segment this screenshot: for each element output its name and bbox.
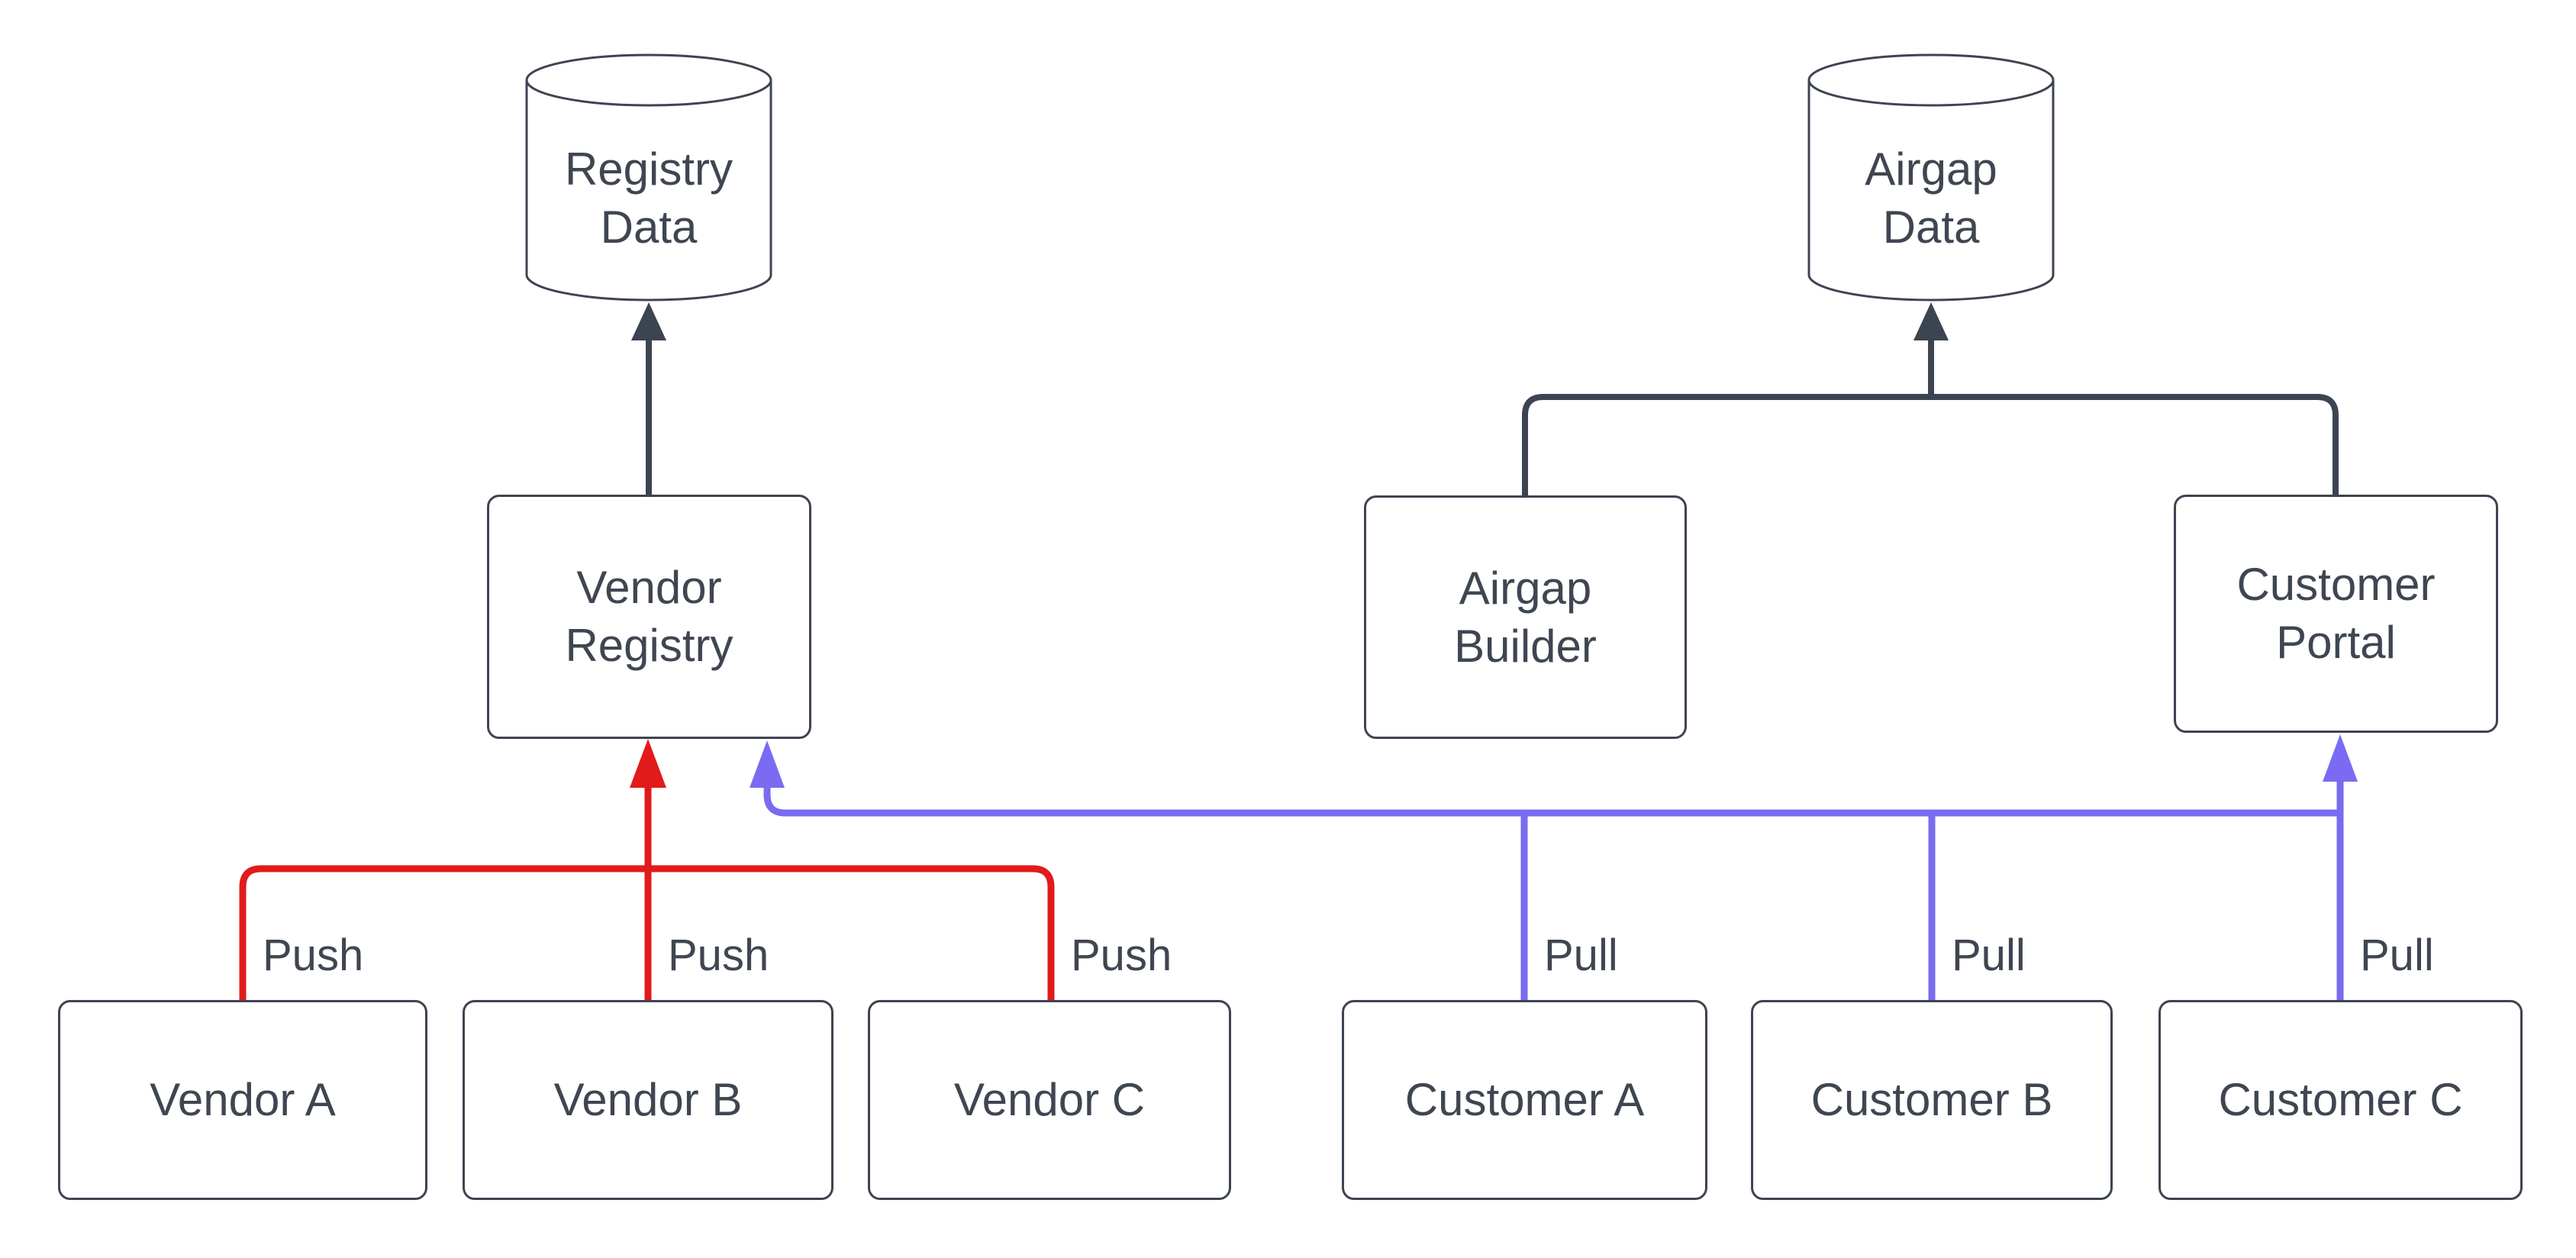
edge-label-push-vendor-b: Push bbox=[668, 931, 769, 980]
vendor-b-label: Vendor B bbox=[553, 1074, 743, 1125]
customer-portal-line2: Portal bbox=[2276, 617, 2396, 668]
arrowhead-pull-vendor-registry bbox=[750, 740, 785, 788]
node-vendor-b: Vendor B bbox=[463, 1000, 833, 1200]
registry-data-line2: Data bbox=[600, 202, 698, 253]
node-label-airgap-data: Airgap Data bbox=[1778, 140, 2084, 256]
edge-airgap-builder-customer-portal-bus bbox=[1522, 394, 2339, 498]
node-customer-b: Customer B bbox=[1751, 1000, 2113, 1200]
airgap-builder-line1: Airgap bbox=[1459, 562, 1592, 614]
edge-label-push-vendor-a: Push bbox=[263, 931, 364, 980]
arrowhead-pull-customer-portal bbox=[2323, 734, 2358, 782]
customer-a-label: Customer A bbox=[1404, 1074, 1645, 1125]
arrowhead-airgap-data bbox=[1913, 302, 1949, 340]
vendor-registry-line1: Vendor bbox=[576, 562, 722, 613]
node-label-registry-data: Registry Data bbox=[496, 140, 801, 256]
arrowhead-push-vendor-registry bbox=[630, 739, 666, 788]
airgap-builder-line2: Builder bbox=[1454, 620, 1597, 672]
node-customer-portal: Customer Portal bbox=[2174, 495, 2498, 733]
vendor-registry-line2: Registry bbox=[565, 620, 733, 671]
airgap-data-line1: Airgap bbox=[1865, 144, 1997, 195]
edge-label-push-vendor-c: Push bbox=[1071, 931, 1172, 980]
node-customer-c: Customer C bbox=[2158, 1000, 2523, 1200]
vendor-c-label: Vendor C bbox=[953, 1074, 1146, 1125]
registry-data-line1: Registry bbox=[564, 144, 733, 195]
airgap-data-line2: Data bbox=[1882, 202, 1980, 253]
node-vendor-a: Vendor A bbox=[58, 1000, 427, 1200]
customer-c-label: Customer C bbox=[2218, 1074, 2463, 1125]
customer-portal-line1: Customer bbox=[2236, 559, 2436, 610]
cylinder-registry-data bbox=[525, 53, 772, 302]
arrowhead-registry-data bbox=[631, 302, 666, 340]
cylinder-airgap-data bbox=[1807, 53, 2055, 302]
vendor-a-label: Vendor A bbox=[150, 1074, 336, 1125]
edge-label-pull-customer-b: Pull bbox=[1952, 931, 2026, 980]
node-vendor-registry: Vendor Registry bbox=[487, 495, 811, 739]
node-vendor-c: Vendor C bbox=[868, 1000, 1231, 1200]
edge-pull-bus bbox=[763, 782, 2344, 817]
node-airgap-builder: Airgap Builder bbox=[1364, 495, 1687, 739]
node-customer-a: Customer A bbox=[1342, 1000, 1707, 1200]
edge-label-pull-customer-a: Pull bbox=[1544, 931, 1618, 980]
customer-b-label: Customer B bbox=[1810, 1074, 2053, 1125]
edge-label-pull-customer-c: Pull bbox=[2360, 931, 2434, 980]
